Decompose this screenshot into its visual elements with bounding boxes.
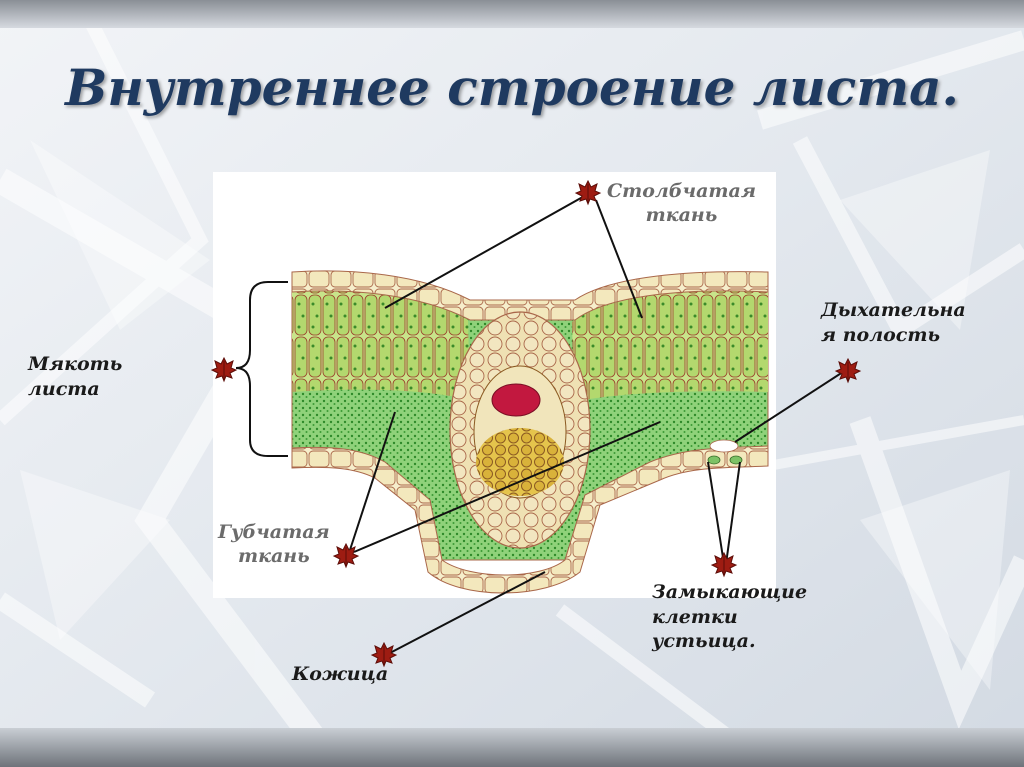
guard-cell-left <box>707 455 721 465</box>
mesophyll-bracket <box>235 281 288 457</box>
label-air-cavity: Дыхательна я полость <box>821 299 966 346</box>
label-epidermis: Кожица <box>292 663 389 685</box>
label-guard-cells: Замыкающие клетки устьица. <box>652 581 808 653</box>
lower-epidermis <box>291 445 769 594</box>
label-mesophyll: Мякоть листа <box>28 353 123 400</box>
upper-epidermis <box>291 270 769 321</box>
top-bar <box>0 0 1024 28</box>
leader-lines <box>347 193 847 655</box>
bottom-bar <box>0 728 1024 767</box>
palisade-left <box>292 290 470 400</box>
background-crystal-fills <box>20 140 1010 690</box>
air-cavity <box>709 439 739 453</box>
phloem <box>491 383 541 417</box>
label-spongy-tissue: Губчатая ткань <box>218 521 330 567</box>
xylem <box>476 428 564 496</box>
label-palisade-tissue: Столбчатая ткань <box>607 180 756 226</box>
slide-title: Внутреннее строение листа. <box>65 58 959 117</box>
leaf-cross-section <box>291 270 769 594</box>
palisade-right <box>572 290 768 402</box>
